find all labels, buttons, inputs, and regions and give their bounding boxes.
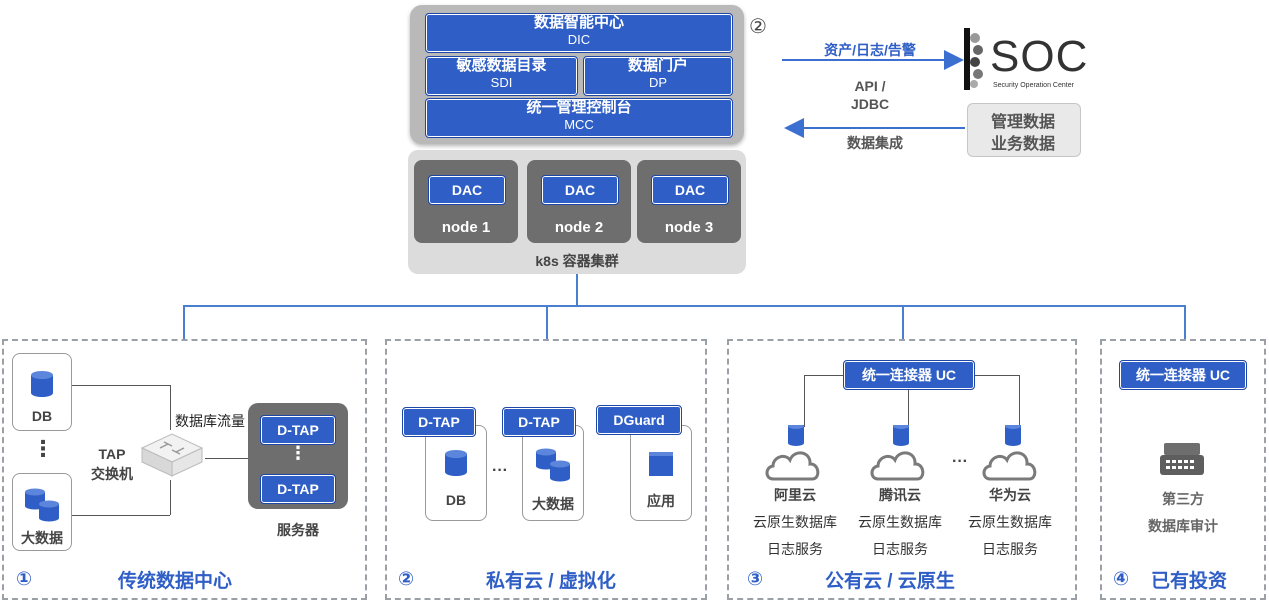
cloud-1-line2: 云原生数据库 — [753, 514, 837, 530]
tap-label-2: 交换机 — [91, 466, 133, 482]
cloud-ellipsis: ··· — [952, 453, 968, 470]
dic-sub: DIC — [567, 32, 591, 47]
vm-ellipsis: ··· — [492, 462, 508, 479]
tree-branch-2 — [546, 305, 548, 339]
audit-label-2: 数据库审计 — [1148, 518, 1218, 534]
bigdata-to-switch-h — [72, 515, 170, 516]
uc-tag-cloud: 统一连接器 UC — [843, 360, 975, 390]
section-2-panel — [385, 339, 707, 600]
cloud-2-line2: 云原生数据库 — [858, 514, 942, 530]
arrow-top-label: 资产/日志/告警 — [824, 42, 916, 58]
tree-branch-4 — [1184, 305, 1186, 339]
aliyun-cloud-icon — [765, 425, 820, 481]
dic-title: 数据智能中心 — [533, 14, 624, 31]
bigdata-icon — [25, 488, 59, 522]
database-icon-vm — [445, 450, 467, 476]
section-3-panel — [727, 339, 1077, 600]
cloud-3-line2: 云原生数据库 — [968, 514, 1052, 530]
db-traffic-label: 数据库流量 — [175, 413, 245, 429]
tap-label-1: TAP — [98, 446, 126, 462]
sdi-sub: SDI — [490, 75, 513, 90]
uc-tree-mid — [908, 375, 909, 427]
server-dtap-1: D-TAP — [260, 415, 336, 445]
dp-title: 数据门户 — [627, 57, 688, 74]
vertical-ellipsis: ⋮ — [32, 436, 54, 461]
bigdata-icon-vm — [536, 448, 570, 482]
soc-arrows — [782, 50, 965, 138]
soc-box-line1: 管理数据 — [990, 114, 1055, 131]
api-label: API / — [854, 78, 886, 94]
mcc-box: 统一管理控制台 MCC — [425, 98, 733, 138]
dic-box: 数据智能中心 DIC — [425, 13, 733, 53]
section-2-num: ② — [398, 569, 415, 590]
app-icon — [649, 452, 673, 476]
database-icon — [31, 371, 53, 397]
section-4-num: ④ — [1113, 569, 1130, 590]
server-dtap-2: D-TAP — [260, 474, 336, 504]
cloud-1-line3: 日志服务 — [767, 541, 823, 557]
sdi-title: 敏感数据目录 — [456, 57, 547, 74]
bigdata-label: 大数据 — [21, 530, 63, 546]
mcc-title: 统一管理控制台 — [526, 99, 632, 116]
tree-bar — [183, 305, 1186, 307]
cloud-2-line3: 日志服务 — [872, 541, 928, 557]
switch-to-server — [205, 458, 260, 459]
bigdata-to-switch-v — [170, 480, 171, 515]
uc-tree-right — [1019, 375, 1020, 427]
section-2-title: 私有云 / 虚拟化 — [486, 571, 616, 592]
soc-data-box — [967, 103, 1081, 157]
section-1-title: 传统数据中心 — [118, 571, 233, 592]
audit-label-1: 第三方 — [1162, 491, 1204, 507]
huawei-cloud-icon — [982, 425, 1037, 481]
k8s-label: k8s 容器集群 — [535, 253, 619, 269]
cloud-2-name: 腾讯云 — [879, 487, 921, 503]
audit-device-icon — [1160, 443, 1204, 475]
server-label: 服务器 — [277, 522, 319, 538]
dtap-vm-1: D-TAP — [402, 407, 476, 437]
dp-box: 数据门户 DP — [583, 56, 733, 96]
tree-branch-1 — [183, 305, 185, 339]
node-label-2: node 2 — [554, 219, 604, 236]
arrow-bottom-label: 数据集成 — [847, 135, 903, 151]
dp-sub: DP — [648, 75, 668, 90]
section-3-title: 公有云 / 云原生 — [825, 571, 955, 592]
uc-tag-invest: 统一连接器 UC — [1119, 360, 1247, 390]
tree-branch-3 — [902, 305, 904, 339]
node-label-3: node 3 — [664, 219, 714, 236]
db-to-switch-v — [170, 385, 171, 430]
tencent-cloud-icon — [870, 425, 925, 481]
dguard-tag: DGuard — [596, 405, 682, 435]
section-1-panel — [2, 339, 367, 600]
dac-tag-1: DAC — [428, 175, 506, 205]
soc-logo-text: SOC — [990, 32, 1089, 81]
soc-logo-sub: Security Operation Center — [993, 82, 1074, 89]
cloud-3-line3: 日志服务 — [982, 541, 1038, 557]
db-vm-label: DB — [445, 492, 467, 508]
db-to-switch-h — [72, 385, 170, 386]
app-label: 应用 — [647, 493, 675, 509]
section-4-title: 已有投资 — [1151, 571, 1228, 592]
section-4-panel — [1100, 339, 1266, 600]
server-ellipsis: ⋮ — [289, 443, 307, 463]
bigdata-vm-label: 大数据 — [532, 496, 574, 512]
db-label: DB — [31, 408, 53, 424]
dtap-vm-2: D-TAP — [502, 407, 576, 437]
uc-tree-left — [804, 375, 805, 427]
node-label-1: node 1 — [441, 219, 491, 236]
cloud-3-name: 华为云 — [989, 487, 1031, 503]
dac-tag-3: DAC — [651, 175, 729, 205]
tree-trunk — [576, 274, 578, 306]
mcc-sub: MCC — [564, 117, 594, 132]
cloud-1-name: 阿里云 — [774, 487, 816, 503]
soc-box-line2: 业务数据 — [990, 136, 1055, 153]
control-plane-marker: ② — [749, 16, 767, 38]
soc-logo-icon — [964, 28, 983, 90]
sdi-box: 敏感数据目录 SDI — [425, 56, 578, 96]
section-3-num: ③ — [747, 569, 764, 590]
dac-tag-2: DAC — [541, 175, 619, 205]
switch-icon — [140, 433, 204, 477]
section-1-num: ① — [16, 569, 33, 590]
jdbc-label: JDBC — [850, 96, 890, 112]
